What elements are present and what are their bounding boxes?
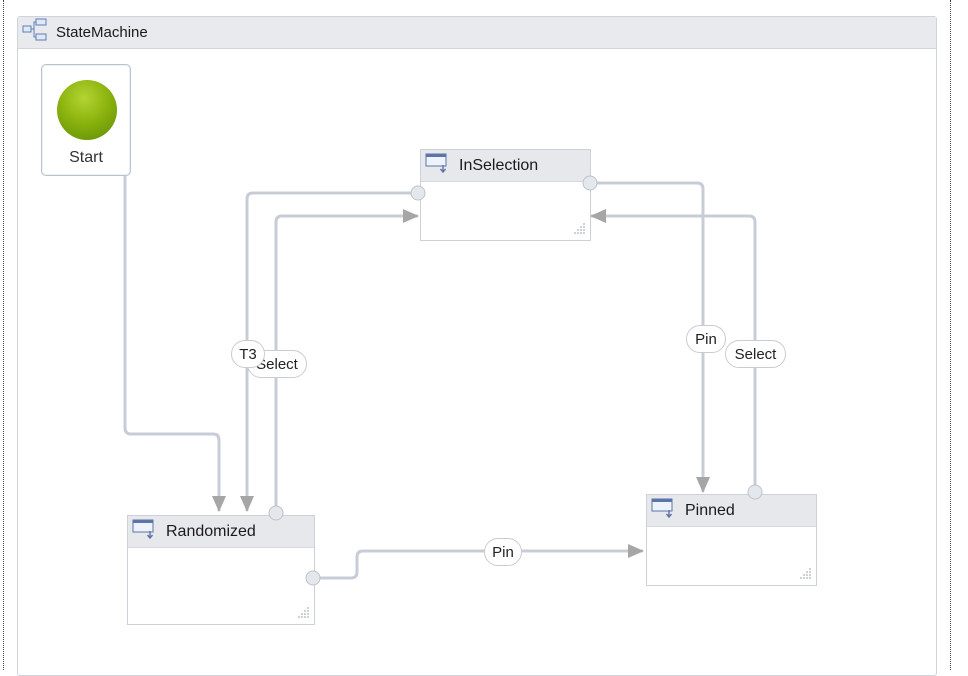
state-pinned[interactable]: Pinned [646, 494, 817, 586]
state-pinned-title: Pinned [685, 501, 735, 519]
state-pinned-header[interactable]: Pinned [647, 495, 816, 527]
state-icon [425, 152, 449, 179]
select-right-connector [590, 209, 757, 492]
pin-right-connector [590, 181, 710, 493]
state-randomized-header[interactable]: Randomized [128, 516, 314, 548]
state-randomized-title: Randomized [166, 522, 256, 540]
state-inselection[interactable]: InSelection [420, 149, 591, 241]
state-machine-header[interactable]: StateMachine [18, 17, 936, 49]
transition-pin-bottom[interactable]: Pin [484, 538, 522, 566]
select-left-connector [274, 209, 419, 513]
start-circle-icon [57, 80, 117, 140]
transition-pin-right[interactable]: Pin [686, 325, 726, 353]
connection-point [747, 484, 763, 500]
state-machine-title: StateMachine [56, 24, 148, 41]
state-inselection-header[interactable]: InSelection [421, 150, 590, 182]
designer-canvas-frame [3, 0, 951, 670]
state-inselection-title: InSelection [459, 156, 539, 174]
connection-point [410, 185, 426, 201]
transition-t3[interactable]: T3 [231, 340, 265, 368]
transition-select-right[interactable]: Select [725, 340, 786, 368]
start-to-randomized-connector [123, 176, 226, 512]
connection-point [305, 570, 321, 586]
state-icon [132, 518, 156, 545]
state-machine-icon [22, 18, 48, 47]
start-label: Start [69, 149, 103, 166]
pin-bottom-connector [313, 544, 644, 580]
resize-grip-icon[interactable] [292, 606, 310, 620]
start-node[interactable]: Start [41, 64, 131, 176]
t3-connector [240, 191, 418, 512]
state-icon [651, 497, 675, 524]
connection-point [268, 505, 284, 521]
resize-grip-icon[interactable] [794, 567, 812, 581]
state-randomized[interactable]: Randomized [127, 515, 315, 625]
resize-grip-icon[interactable] [568, 222, 586, 236]
connection-point [582, 175, 598, 191]
